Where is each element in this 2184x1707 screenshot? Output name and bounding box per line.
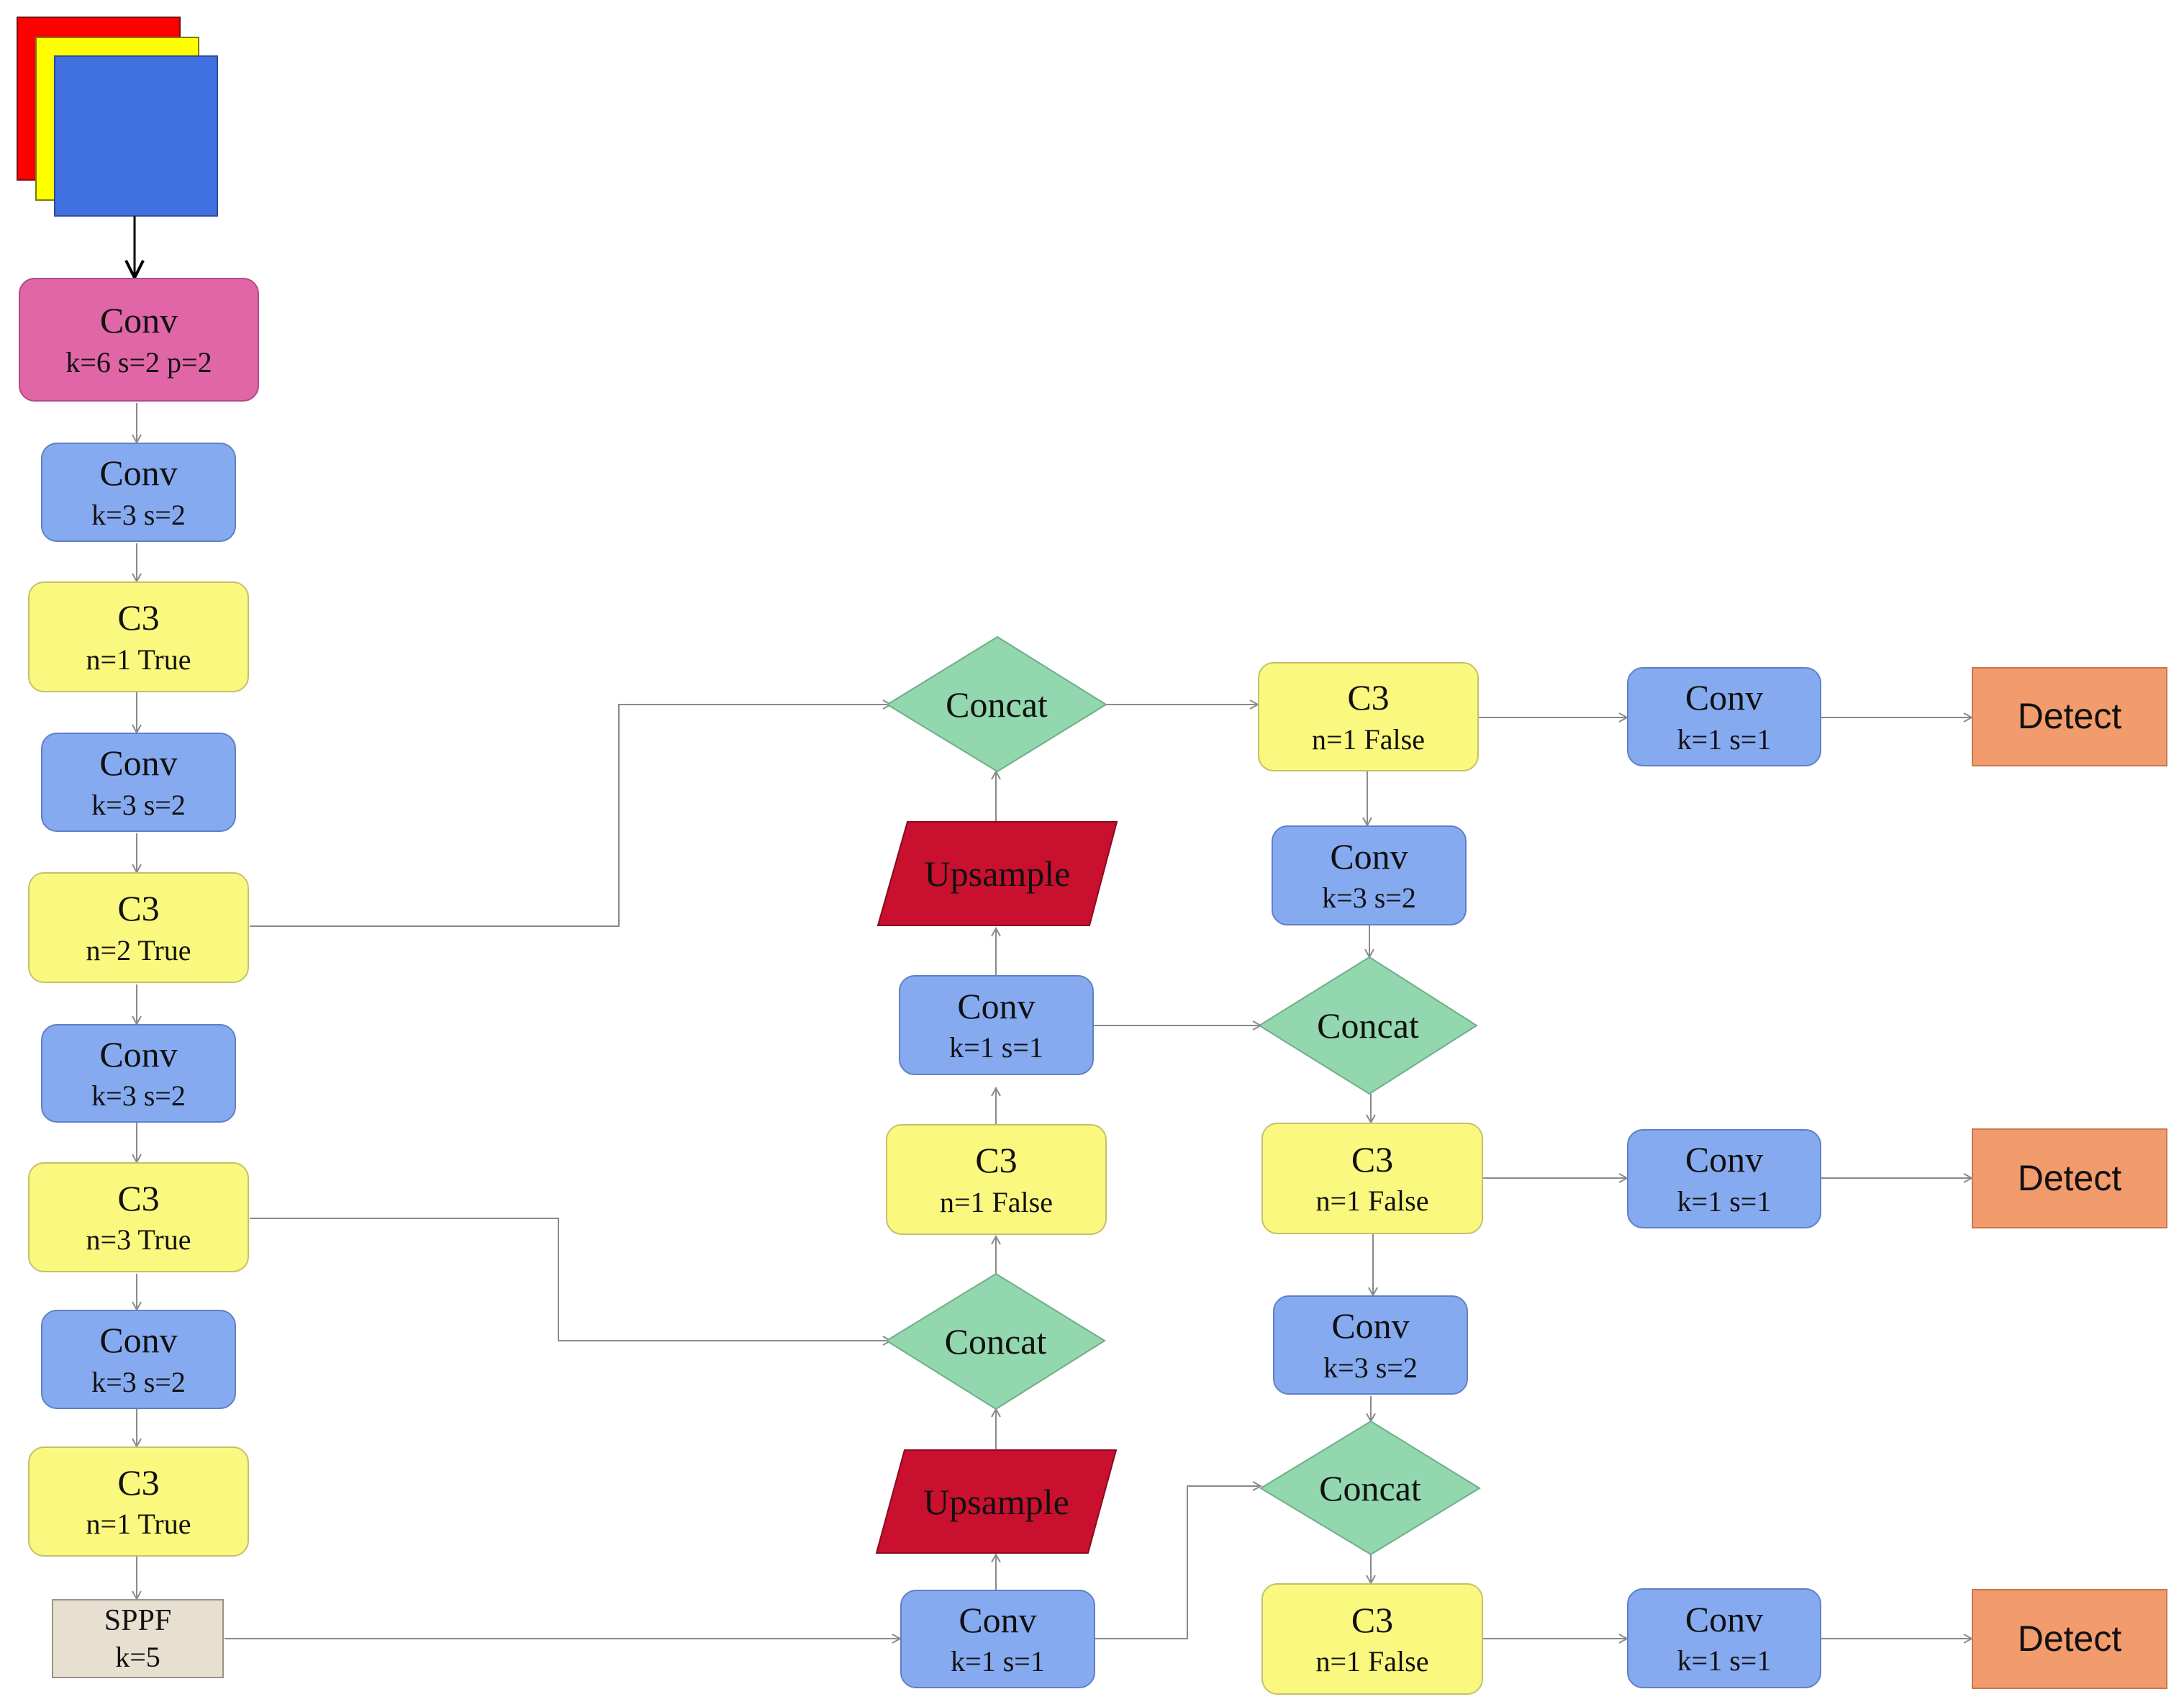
connector-c3-n3-to-concat-low bbox=[250, 1218, 891, 1341]
node-title: SPPF bbox=[104, 1603, 172, 1637]
head-conv-down-1: Conv k=3 s=2 bbox=[1272, 825, 1467, 925]
node-title: C3 bbox=[117, 1462, 160, 1503]
head-out-conv-top: Conv k=1 s=1 bbox=[1627, 667, 1821, 766]
node-title: Conv bbox=[99, 743, 178, 784]
node-params: k=1 s=1 bbox=[1677, 1185, 1772, 1218]
backbone-c3-1: C3 n=1 True bbox=[28, 581, 249, 692]
node-params: k=1 s=1 bbox=[1677, 723, 1772, 756]
node-title: Conv bbox=[957, 985, 1036, 1026]
node-title: C3 bbox=[1351, 1599, 1394, 1640]
backbone-conv-3: Conv k=3 s=2 bbox=[41, 1024, 236, 1123]
node-params: n=1 False bbox=[1312, 723, 1425, 756]
node-params: k=3 s=2 bbox=[91, 1079, 186, 1113]
node-params: n=1 False bbox=[1315, 1645, 1429, 1678]
input-layer-blue bbox=[54, 55, 218, 217]
node-title: C3 bbox=[117, 1177, 160, 1218]
concat-low-diamond bbox=[885, 1272, 1106, 1411]
node-params: k=3 s=2 bbox=[91, 498, 186, 531]
node-params: k=5 bbox=[115, 1641, 160, 1674]
concat-top-label: Concat bbox=[946, 684, 1048, 725]
neck-c3-mid: C3 n=1 False bbox=[886, 1124, 1107, 1235]
input-image-stack-icon bbox=[17, 17, 218, 217]
backbone-conv-4: Conv k=3 s=2 bbox=[41, 1310, 236, 1409]
detect-top: Detect bbox=[1972, 667, 2167, 766]
connector-c3-n2-to-concat-top bbox=[250, 705, 891, 927]
head-conv-down-2: Conv k=3 s=2 bbox=[1273, 1295, 1468, 1395]
backbone-conv-2: Conv k=3 s=2 bbox=[41, 733, 236, 832]
node-params: k=1 s=1 bbox=[1677, 1644, 1772, 1677]
node-params: n=3 True bbox=[86, 1223, 191, 1257]
upsample-high-label: Upsample bbox=[924, 854, 1071, 894]
node-params: k=3 s=2 bbox=[91, 788, 186, 821]
node-params: k=3 s=2 bbox=[91, 1365, 186, 1398]
node-title: Conv bbox=[99, 300, 178, 341]
node-title: Conv bbox=[1331, 1305, 1410, 1346]
node-title: Conv bbox=[99, 1033, 178, 1074]
node-title: C3 bbox=[117, 597, 160, 638]
head-c3-top: C3 n=1 False bbox=[1258, 662, 1479, 771]
neck-conv-bottom: Conv k=1 s=1 bbox=[900, 1590, 1095, 1688]
node-title: C3 bbox=[1347, 677, 1390, 718]
concat-top-diamond bbox=[886, 635, 1107, 773]
backbone-c3-2: C3 n=2 True bbox=[28, 872, 249, 983]
backbone-c3-4: C3 n=1 True bbox=[28, 1446, 249, 1557]
backbone-conv-1: Conv k=3 s=2 bbox=[41, 443, 236, 542]
node-params: k=6 s=2 p=2 bbox=[65, 345, 212, 379]
upsample-low-shape bbox=[875, 1449, 1118, 1554]
head-out-conv-bottom: Conv k=1 s=1 bbox=[1627, 1588, 1821, 1688]
node-params: n=1 True bbox=[86, 1508, 191, 1541]
node-params: k=3 s=2 bbox=[1322, 882, 1416, 915]
connector-conv-bottom-to-concat-bottom bbox=[1095, 1486, 1261, 1639]
node-params: n=1 False bbox=[1315, 1185, 1429, 1218]
neck-conv-mid: Conv k=1 s=1 bbox=[899, 975, 1094, 1075]
detect-bottom: Detect bbox=[1972, 1589, 2167, 1689]
node-title: Conv bbox=[1685, 677, 1764, 718]
node-title: C3 bbox=[1351, 1138, 1394, 1179]
head-out-conv-mid: Conv k=1 s=1 bbox=[1627, 1129, 1821, 1228]
node-params: k=1 s=1 bbox=[949, 1031, 1043, 1064]
node-title: Conv bbox=[959, 1599, 1037, 1640]
backbone-c3-3: C3 n=3 True bbox=[28, 1162, 249, 1272]
node-title: Conv bbox=[1685, 1598, 1764, 1639]
node-title: C3 bbox=[117, 888, 160, 929]
node-params: k=1 s=1 bbox=[951, 1645, 1045, 1678]
upsample-high-shape bbox=[876, 821, 1118, 926]
node-params: n=1 False bbox=[940, 1185, 1053, 1218]
backbone-conv-stem: Conv k=6 s=2 p=2 bbox=[19, 278, 259, 402]
node-params: k=3 s=2 bbox=[1323, 1351, 1418, 1384]
concat-low-label: Concat bbox=[944, 1321, 1047, 1362]
node-title: C3 bbox=[975, 1140, 1018, 1181]
concat-bottom-diamond bbox=[1259, 1420, 1481, 1556]
node-title: Conv bbox=[99, 1320, 178, 1361]
concat-mid-diamond bbox=[1258, 956, 1478, 1095]
upsample-low-label: Upsample bbox=[923, 1481, 1069, 1522]
concat-mid-label: Concat bbox=[1317, 1005, 1419, 1046]
node-title: Conv bbox=[1685, 1139, 1764, 1180]
head-c3-mid: C3 n=1 False bbox=[1261, 1123, 1483, 1234]
cross-connectors bbox=[225, 705, 1972, 1639]
backbone-sppf: SPPF k=5 bbox=[52, 1599, 224, 1678]
node-title: Conv bbox=[99, 453, 178, 494]
node-params: n=2 True bbox=[86, 933, 191, 966]
node-params: n=1 True bbox=[86, 643, 191, 676]
detect-mid: Detect bbox=[1972, 1128, 2167, 1228]
node-title: Conv bbox=[1330, 836, 1408, 877]
concat-bottom-label: Concat bbox=[1319, 1467, 1421, 1508]
head-c3-bottom: C3 n=1 False bbox=[1261, 1583, 1483, 1695]
